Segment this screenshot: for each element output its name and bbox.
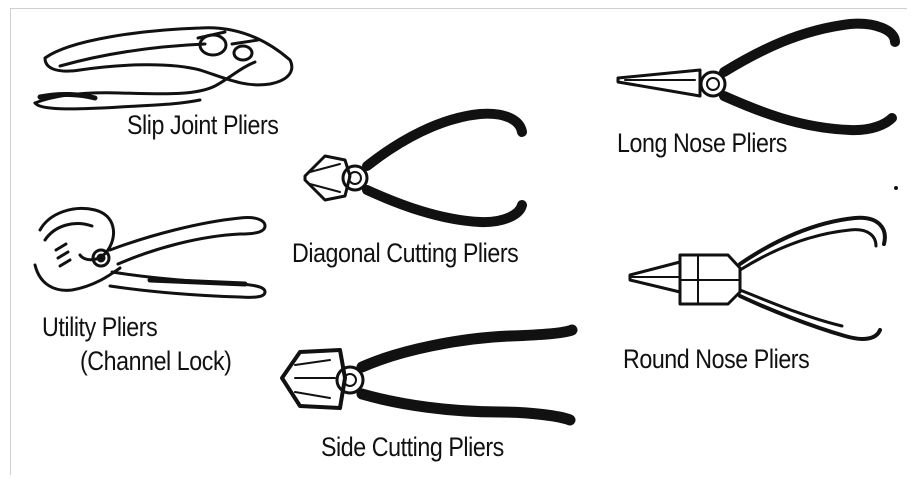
utility-pliers-drawing [35, 208, 265, 297]
label-long-nose-pliers: Long Nose Pliers [617, 130, 787, 157]
label-utility-pliers: Utility Pliers [42, 314, 157, 341]
label-diagonal-cutting-pliers: Diagonal Cutting Pliers [292, 240, 518, 267]
side-cutting-pliers-drawing [282, 330, 572, 420]
label-slip-joint-pliers: Slip Joint Pliers [127, 112, 278, 139]
long-nose-pliers-drawing [618, 24, 898, 190]
round-nose-pliers-drawing [630, 218, 885, 339]
diagonal-cutting-pliers-drawing [305, 114, 522, 222]
slip-joint-pliers-drawing [35, 28, 292, 109]
label-utility-pliers-sub: (Channel Lock) [80, 348, 231, 375]
label-round-nose-pliers: Round Nose Pliers [623, 346, 809, 373]
label-side-cutting-pliers: Side Cutting Pliers [321, 434, 504, 461]
